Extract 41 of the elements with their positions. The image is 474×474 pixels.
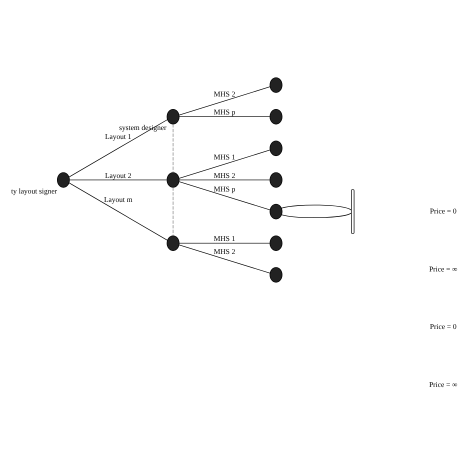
node-circle <box>270 76 282 92</box>
connector <box>281 212 352 218</box>
connector <box>178 180 270 210</box>
label: Price = ∞ <box>429 380 458 389</box>
node-arc <box>351 188 354 234</box>
connector <box>172 186 174 236</box>
label: Price = 0 <box>430 206 457 215</box>
node-circle <box>270 234 282 250</box>
node-circle <box>270 203 282 219</box>
connector <box>178 149 270 178</box>
edge-label: MHS 1 <box>214 152 236 162</box>
node-circle <box>57 172 70 188</box>
node-circle <box>270 140 282 156</box>
connector <box>178 242 270 244</box>
edge-label: Layout m <box>104 194 133 204</box>
node-circle <box>270 108 282 124</box>
edge-label: Layout 2 <box>104 170 132 180</box>
node-circle <box>270 172 282 188</box>
node-circle <box>166 172 180 188</box>
connector <box>68 118 168 177</box>
connector <box>178 179 270 180</box>
label: Price = ∞ <box>429 264 458 273</box>
edge-label: MHS 1 <box>214 234 236 243</box>
edge-label: MHS 2 <box>214 88 236 98</box>
edge-label: MHS 2 <box>214 246 236 256</box>
edge-label: MHS p <box>214 107 236 116</box>
connector <box>178 86 270 115</box>
connector <box>69 179 168 180</box>
connector <box>281 204 352 210</box>
label: Price = 0 <box>430 322 457 331</box>
edge-label: MHS p <box>214 184 236 193</box>
connector <box>68 182 168 240</box>
connector <box>172 123 174 172</box>
node-circle <box>166 108 180 124</box>
node-circle <box>166 234 180 250</box>
node-circle <box>270 266 282 282</box>
edge-label: Layout 1 <box>104 131 132 140</box>
node-label: ty layout signer <box>11 186 58 195</box>
connector <box>178 116 270 117</box>
connector <box>178 244 270 274</box>
edge-label: MHS 2 <box>214 170 236 180</box>
